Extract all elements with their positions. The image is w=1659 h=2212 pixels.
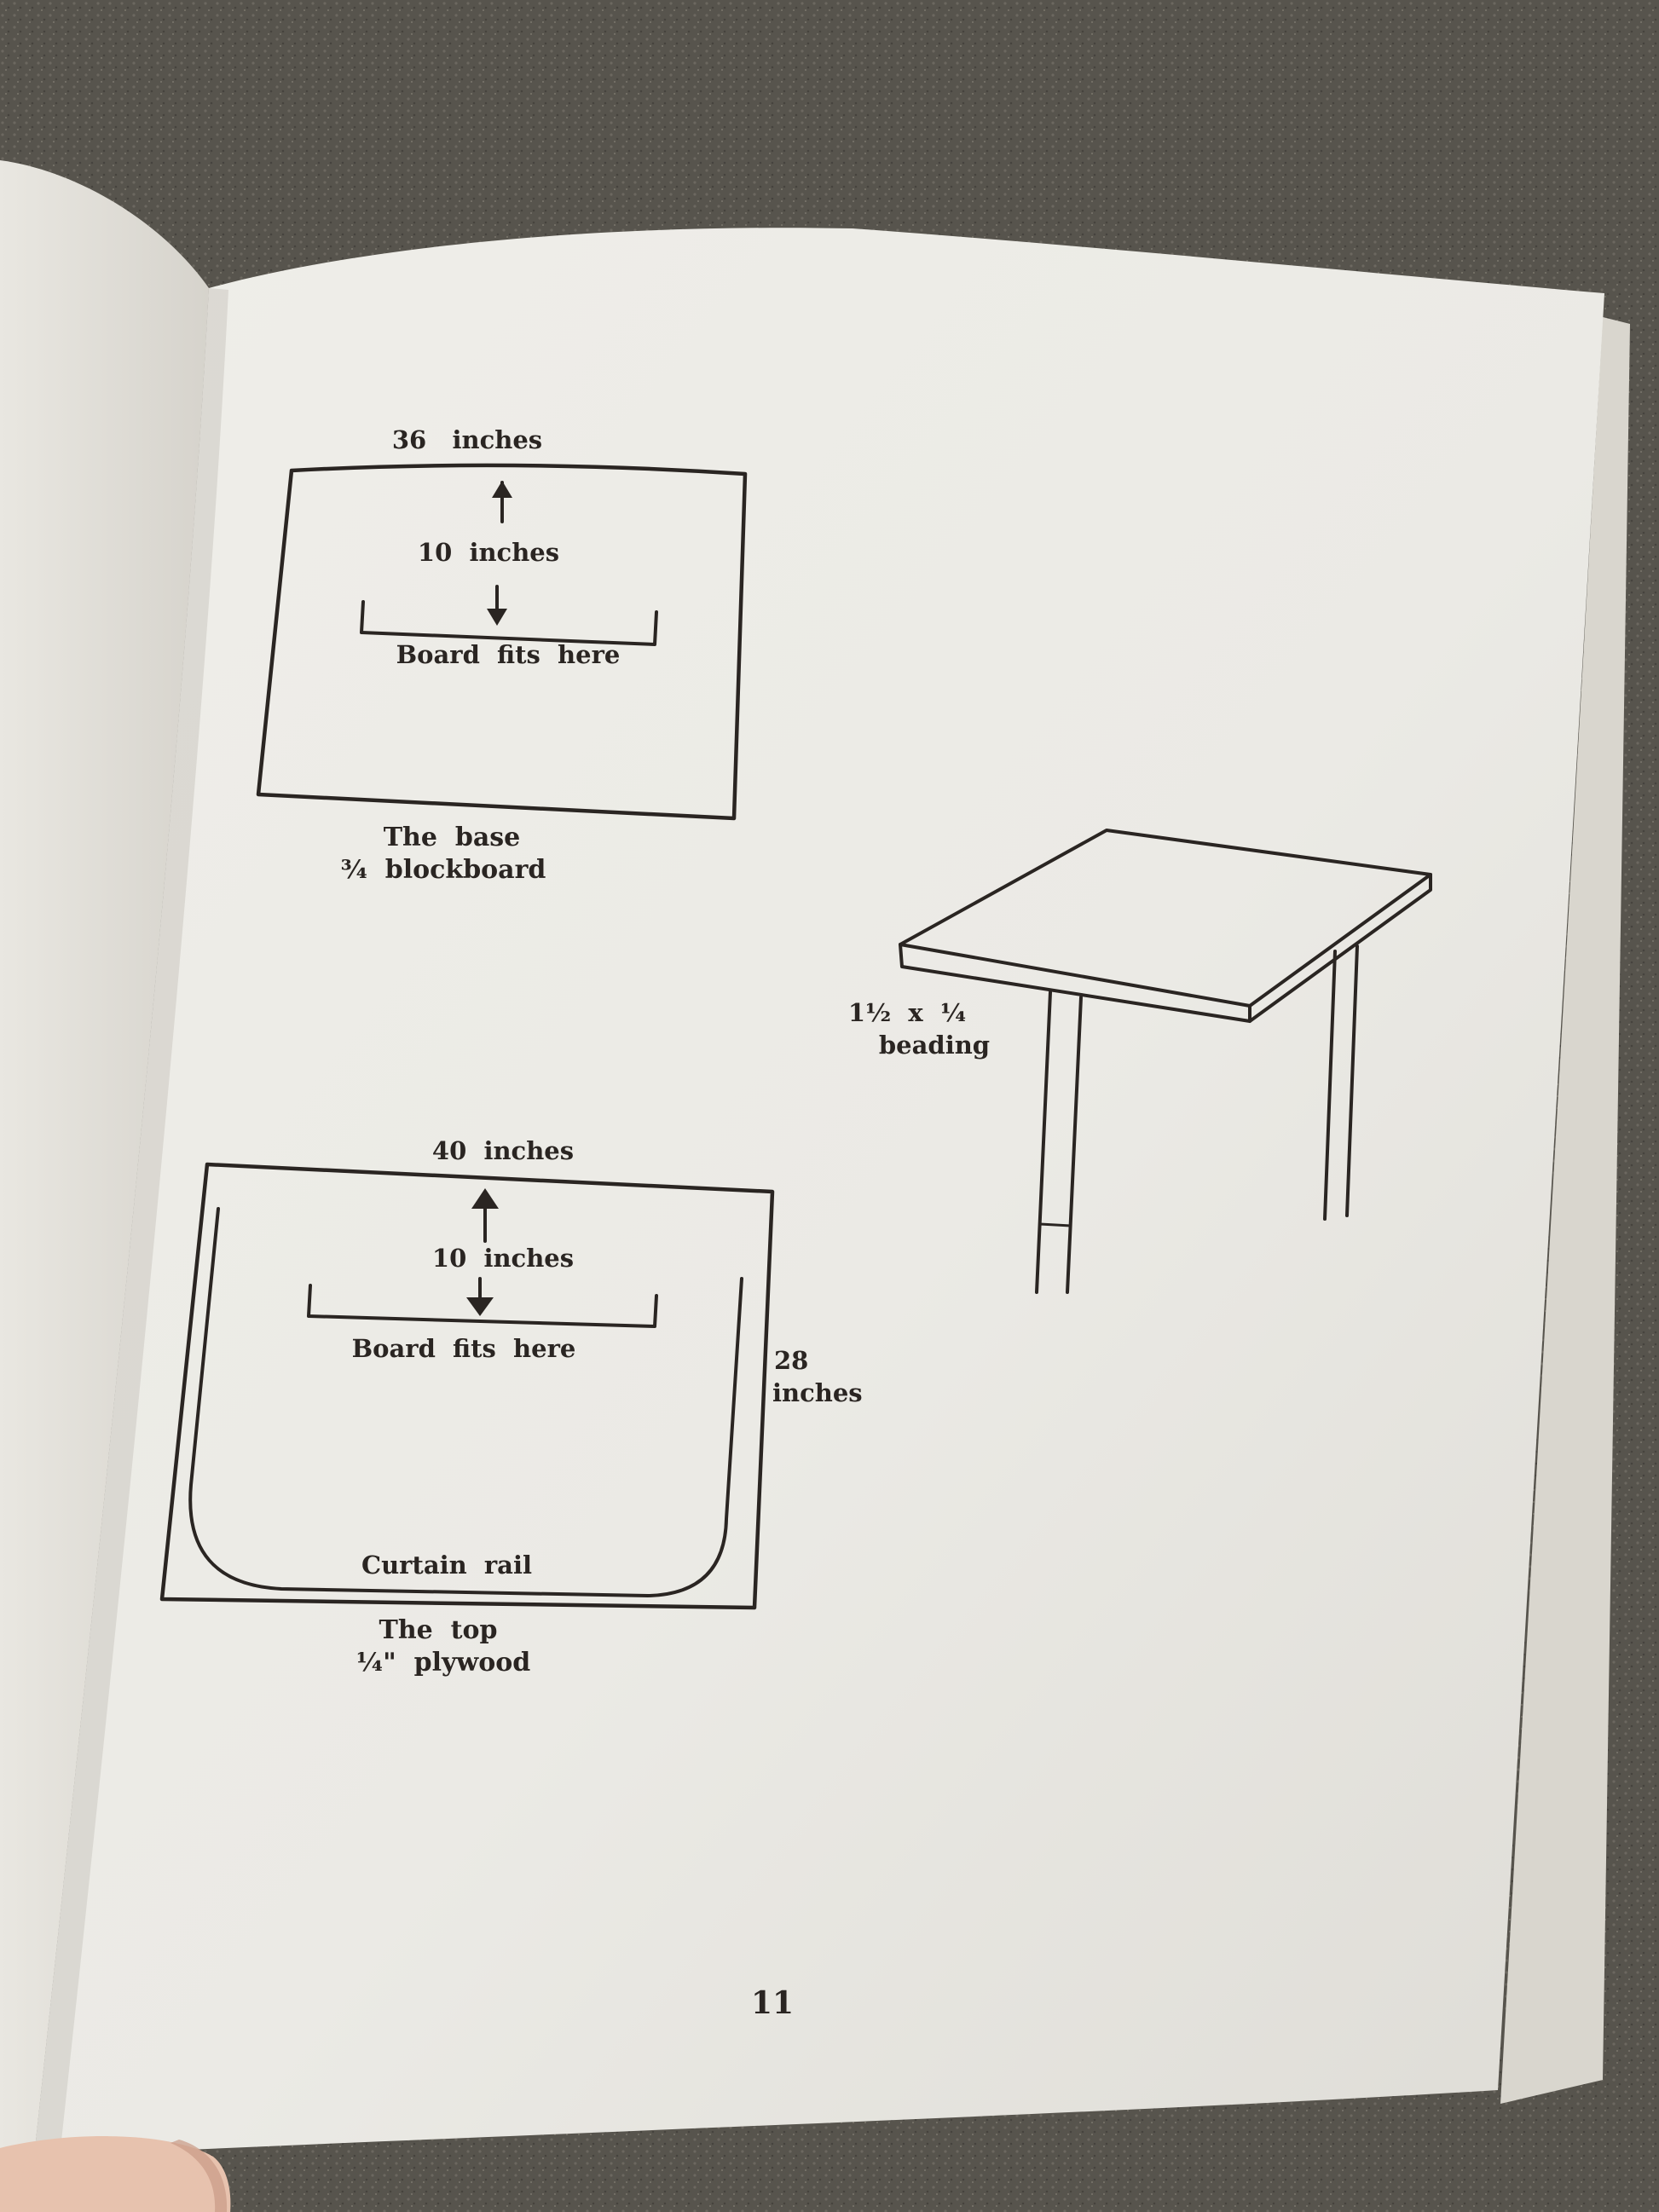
base-caption-line2: ¾ blockboard xyxy=(341,855,546,885)
right-page xyxy=(34,228,1604,2157)
base-board-bracket xyxy=(360,600,658,646)
base-width-label: 36 inches xyxy=(392,425,542,454)
base-up-arrow-icon xyxy=(492,481,512,523)
top-down-arrow-icon xyxy=(466,1277,494,1316)
back-page-edge xyxy=(1500,317,1630,2104)
table-back-leg xyxy=(1323,944,1359,1221)
thumb-shadow xyxy=(171,2140,228,2212)
top-caption-line1: The top xyxy=(379,1615,498,1645)
beading-label-line1: 1½ x ¼ xyxy=(848,998,966,1027)
top-caption-line2: ¼" plywood xyxy=(356,1648,530,1678)
table-side-edge xyxy=(1248,873,1432,1023)
top-gap-label: 10 inches xyxy=(432,1244,574,1273)
beading-label-line2: beading xyxy=(879,1031,990,1060)
top-board-bracket xyxy=(307,1284,658,1328)
top-diagram: 40 inches 10 inches Board fits here 28 i… xyxy=(159,1136,863,1678)
base-down-arrow-icon xyxy=(487,585,507,626)
base-board-outline xyxy=(256,463,748,821)
page-fold-shadow xyxy=(34,288,228,2157)
top-width-label: 40 inches xyxy=(432,1136,574,1165)
base-gap-label: 10 inches xyxy=(418,538,559,567)
curtain-rail-label: Curtain rail xyxy=(361,1551,532,1580)
table-front-edge xyxy=(899,943,1251,1023)
thumb xyxy=(0,2136,231,2212)
top-height-label-line1: 28 xyxy=(774,1346,808,1375)
table-sketch: 1½ x ¼ beading xyxy=(848,829,1432,1294)
curtain-rail-outline xyxy=(188,1207,743,1597)
top-height-label-line2: inches xyxy=(772,1378,863,1407)
base-board-label: Board fits here xyxy=(396,640,621,669)
table-front-leg xyxy=(1035,990,1083,1294)
page-number: 11 xyxy=(751,1985,794,2021)
top-board-label: Board fits here xyxy=(352,1334,576,1363)
base-diagram: 36 inches 10 inches Board fits here The … xyxy=(256,425,748,885)
left-page xyxy=(0,160,209,2169)
base-caption-line1: The base xyxy=(384,823,521,852)
top-board-outline xyxy=(159,1162,775,1610)
top-up-arrow-icon xyxy=(471,1188,499,1243)
